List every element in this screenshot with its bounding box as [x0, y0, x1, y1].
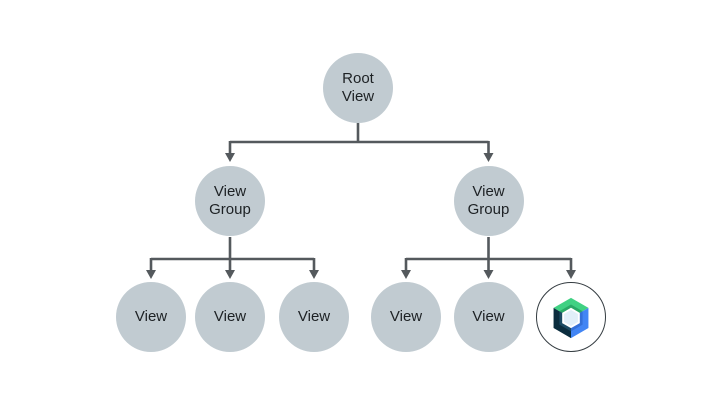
- node-view-3-label: View: [297, 307, 331, 325]
- node-view-group-1: View Group: [195, 166, 265, 236]
- node-root-view: Root View: [323, 53, 393, 123]
- node-root-view-label: Root View: [341, 69, 375, 105]
- node-compose: [536, 282, 606, 352]
- node-view-4: View: [371, 282, 441, 352]
- node-view-4-label: View: [389, 307, 423, 325]
- node-view-5: View: [453, 282, 524, 352]
- node-view-group-2-label: View Group: [467, 182, 510, 218]
- jetpack-compose-icon: [553, 297, 589, 339]
- node-view-1-label: View: [134, 307, 168, 325]
- node-view-5-label: View: [472, 307, 505, 325]
- node-view-1: View: [116, 282, 186, 352]
- node-view-group-1-label: View Group: [209, 182, 251, 218]
- node-view-2: View: [195, 282, 265, 352]
- node-view-3: View: [279, 282, 349, 352]
- node-view-group-2: View Group: [453, 166, 524, 236]
- node-view-2-label: View: [213, 307, 247, 325]
